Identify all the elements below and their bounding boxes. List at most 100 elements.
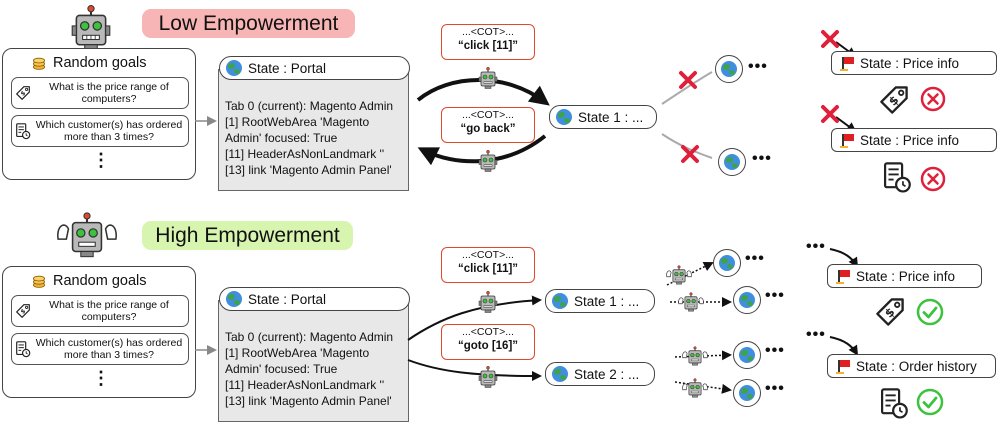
globe-icon bbox=[226, 60, 242, 76]
ellipsis: ••• bbox=[765, 287, 785, 304]
accessibility-tree-text: Tab 0 (current): Magento Admin [1] RootW… bbox=[225, 329, 393, 409]
portal-label: State : Portal bbox=[248, 291, 327, 307]
tree-line: [13] link 'Magento Admin Panel' bbox=[225, 163, 392, 177]
globe-icon bbox=[556, 109, 572, 125]
tree-line: Admin' focused: True bbox=[225, 131, 338, 145]
low-state-1: State 1 : ... bbox=[549, 105, 657, 129]
globe-icon bbox=[739, 292, 755, 308]
flag-icon bbox=[836, 269, 850, 284]
tree-line: Tab 0 (current): Magento Admin bbox=[225, 99, 394, 113]
cot-head: ...<COT>... bbox=[462, 326, 514, 338]
tree-line: [11] HeaderAsNonLandmark '' bbox=[225, 147, 385, 161]
tree-line: [13] link 'Magento Admin Panel' bbox=[225, 394, 392, 408]
goal-item-price[interactable]: What is the price range of computers? bbox=[11, 77, 189, 109]
high-target-state: State : Price info bbox=[827, 264, 982, 288]
success-check-icon bbox=[916, 388, 944, 416]
target-label: State : Price info bbox=[860, 132, 960, 148]
ellipsis: ••• bbox=[765, 342, 785, 359]
price-tag-icon bbox=[872, 294, 908, 330]
globe-icon bbox=[724, 154, 740, 170]
goal-text: What is the price range of computers? bbox=[49, 299, 169, 323]
low-empowerment-title: Low Empowerment bbox=[142, 9, 355, 38]
globe-icon bbox=[226, 291, 242, 307]
high-next-state bbox=[733, 379, 761, 407]
high-state-2: State 2 : ... bbox=[545, 362, 655, 386]
tree-line: [1] RootWebArea 'Magento bbox=[225, 115, 370, 129]
ellipsis: ••• bbox=[806, 326, 826, 343]
high-cot-goto: ...<COT>... “goto [16]” bbox=[441, 324, 535, 360]
tree-line: Tab 0 (current): Magento Admin bbox=[225, 330, 394, 344]
globe-icon bbox=[739, 385, 755, 401]
ellipsis: ••• bbox=[765, 380, 785, 397]
cot-head: ...<COT>... bbox=[462, 109, 514, 121]
buff-robot-icon bbox=[681, 378, 709, 398]
state-label: State 2 : ... bbox=[574, 366, 640, 382]
low-target-state: State : Price info bbox=[831, 128, 997, 152]
cot-head: ...<COT>... bbox=[462, 26, 514, 38]
flag-icon bbox=[840, 56, 854, 71]
goal-text: What is the price range of computers? bbox=[49, 81, 169, 105]
target-label: State : Order history bbox=[856, 358, 977, 374]
ellipsis: ••• bbox=[748, 58, 768, 75]
cot-action: “go back” bbox=[460, 123, 516, 135]
goal-item-orders[interactable]: Which customer(s) has ordered more than … bbox=[11, 333, 189, 365]
target-label: State : Price info bbox=[856, 268, 956, 284]
high-target-state: State : Order history bbox=[827, 354, 996, 378]
flag-icon bbox=[836, 359, 850, 374]
portal-header: State : Portal bbox=[219, 287, 410, 311]
tree-line: Admin' focused: True bbox=[225, 362, 338, 376]
fail-circle-icon bbox=[920, 166, 946, 192]
cot-head: ...<COT>... bbox=[462, 249, 514, 261]
buff-robot-icon bbox=[677, 292, 705, 312]
target-label: State : Price info bbox=[860, 55, 960, 71]
globe-icon bbox=[739, 347, 755, 363]
low-cot-back: ...<COT>... “go back” bbox=[441, 107, 535, 143]
globe-icon bbox=[552, 366, 568, 382]
portal-label: State : Portal bbox=[248, 60, 327, 76]
high-cot-click: ...<COT>... “click [11]” bbox=[441, 247, 535, 283]
goal-text: Which customer(s) has ordered more than … bbox=[35, 119, 183, 143]
globe-icon bbox=[721, 61, 737, 77]
document-clock-icon bbox=[877, 386, 911, 420]
low-target-state: State : Price info bbox=[831, 51, 997, 75]
flag-icon bbox=[840, 133, 854, 148]
high-portal-state: State : Portal Tab 0 (current): Magento … bbox=[218, 287, 410, 422]
tree-line: [11] HeaderAsNonLandmark '' bbox=[225, 378, 385, 392]
robot-icon bbox=[478, 291, 498, 313]
high-next-state bbox=[733, 341, 761, 369]
low-goals-panel: Random goals What is the price range of … bbox=[2, 48, 196, 180]
buff-robot-icon bbox=[665, 265, 693, 285]
low-next-state bbox=[718, 148, 746, 176]
low-portal-state: State : Portal Tab 0 (current): Magento … bbox=[218, 56, 410, 191]
low-next-state bbox=[715, 55, 743, 83]
cot-action: “goto [16]” bbox=[457, 340, 519, 352]
high-goals-panel: Random goals What is the price range of … bbox=[2, 266, 196, 398]
state-label: State 1 : ... bbox=[574, 293, 640, 309]
goal-item-orders[interactable]: Which customer(s) has ordered more than … bbox=[11, 115, 189, 147]
cot-action: “click [11]” bbox=[457, 40, 519, 52]
goal-text: Which customer(s) has ordered more than … bbox=[35, 337, 183, 361]
ellipsis: ••• bbox=[806, 238, 826, 255]
tree-line: [1] RootWebArea 'Magento bbox=[225, 346, 370, 360]
high-next-state bbox=[713, 249, 741, 277]
robot-icon bbox=[478, 366, 498, 388]
globe-icon bbox=[719, 255, 735, 271]
low-cot-click: ...<COT>... “click [11]” bbox=[441, 24, 535, 60]
fail-circle-icon bbox=[920, 86, 946, 112]
high-empowerment-title: High Empowerment bbox=[142, 221, 353, 250]
goals-title: Random goals bbox=[53, 273, 147, 289]
goals-header: Random goals bbox=[31, 55, 147, 71]
ellipsis: ••• bbox=[745, 250, 765, 267]
goals-header: Random goals bbox=[31, 273, 147, 289]
high-state-1: State 1 : ... bbox=[545, 289, 655, 313]
globe-icon bbox=[552, 293, 568, 309]
buff-robot-icon bbox=[681, 346, 709, 366]
goals-title: Random goals bbox=[53, 55, 147, 71]
accessibility-tree-text: Tab 0 (current): Magento Admin [1] RootW… bbox=[225, 98, 393, 178]
high-next-state bbox=[733, 286, 761, 314]
goal-item-price[interactable]: What is the price range of computers? bbox=[11, 295, 189, 327]
state-label: State 1 : ... bbox=[578, 109, 644, 125]
cot-action: “click [11]” bbox=[457, 263, 519, 275]
ellipsis: ••• bbox=[752, 150, 772, 167]
success-check-icon bbox=[916, 298, 944, 326]
